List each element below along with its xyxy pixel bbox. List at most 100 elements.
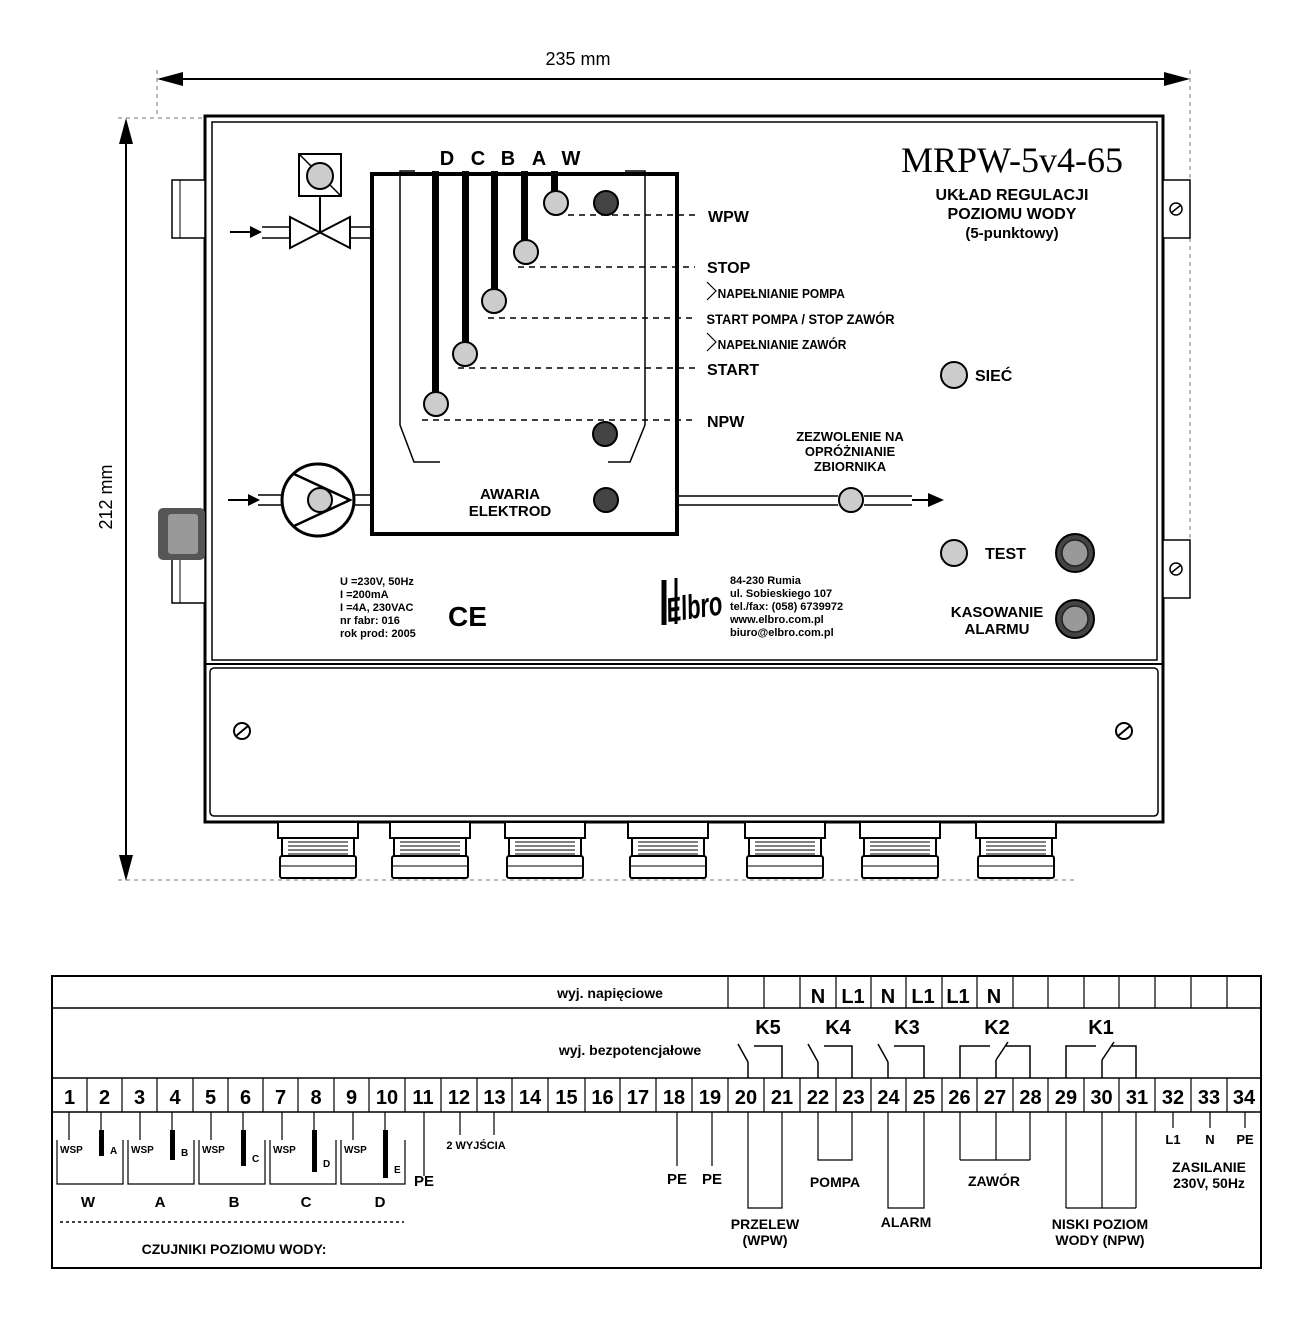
test-label: TEST xyxy=(985,546,1026,563)
npw-led xyxy=(592,421,618,447)
alarm-label: ALARM xyxy=(881,1214,932,1230)
sensor-group-label: C xyxy=(301,1194,312,1211)
relay-label-k2: K2 xyxy=(984,1017,1010,1039)
sensor-group-label: B xyxy=(229,1194,240,1211)
spec-line: I =200mA xyxy=(340,589,389,601)
wsp-label: WSP xyxy=(344,1145,367,1156)
electrode-label-b: B xyxy=(501,148,515,170)
terminal-number: 31 xyxy=(1126,1087,1148,1109)
terminal-number: 20 xyxy=(735,1087,757,1109)
terminal-number: 32 xyxy=(1162,1087,1184,1109)
przelew-label: (WPW) xyxy=(742,1232,787,1248)
pe-label: PE xyxy=(702,1171,722,1188)
sensor-bracket xyxy=(269,1112,337,1185)
spec-line: nr fabr: 016 xyxy=(340,615,400,627)
terminal-number: 13 xyxy=(483,1087,505,1109)
sensor-group-label: A xyxy=(155,1194,166,1211)
terminal-number: 1 xyxy=(64,1087,75,1109)
valve-icon xyxy=(262,153,372,250)
sensor-bracket xyxy=(198,1112,266,1185)
terminal-number: 6 xyxy=(240,1087,251,1109)
terminal-number: 33 xyxy=(1198,1087,1220,1109)
screw-icon xyxy=(1169,562,1183,576)
address-line: 84-230 Rumia xyxy=(730,575,802,587)
electrode-tag: C xyxy=(252,1154,259,1165)
reset-alarm-button[interactable] xyxy=(1055,599,1095,639)
kasowanie-label: ALARMU xyxy=(965,621,1030,638)
test-button[interactable] xyxy=(1055,533,1095,573)
cable-gland xyxy=(975,821,1057,879)
terminal-number: 15 xyxy=(555,1087,577,1109)
electrode-tag: D xyxy=(323,1159,330,1170)
terminal-number: 2 xyxy=(99,1087,110,1109)
terminal-number: 5 xyxy=(205,1087,216,1109)
terminal-number: 4 xyxy=(169,1087,181,1109)
terminal-number: 16 xyxy=(591,1087,613,1109)
level-label-start: START xyxy=(707,362,759,379)
sensor-bracket xyxy=(56,1112,124,1185)
kasowanie-label: KASOWANIE xyxy=(951,604,1044,621)
voltage-row xyxy=(727,976,1228,1008)
awaria-label: AWARIA xyxy=(480,486,540,503)
voltage-label: L1 xyxy=(946,986,969,1008)
electrode-c xyxy=(452,171,478,367)
wsp-label: WSP xyxy=(202,1145,225,1156)
terminal-number: 25 xyxy=(913,1087,935,1109)
electrode-a xyxy=(513,171,539,265)
relay-contacts xyxy=(737,1041,1137,1078)
sensor-brackets xyxy=(56,1112,406,1185)
terminal-leaders xyxy=(423,1112,1246,1209)
przelew-label: PRZELEW xyxy=(731,1216,800,1232)
pe-label: PE xyxy=(667,1171,687,1188)
screw-icon xyxy=(1169,202,1183,216)
address-line: ul. Sobieskiego 107 xyxy=(730,588,832,600)
cable-gland xyxy=(859,821,941,879)
zezwolenie-label: OPRÓŻNIANIE xyxy=(805,444,896,459)
terminal-number: 19 xyxy=(699,1087,721,1109)
inlet-arrow-icon xyxy=(228,494,260,506)
terminal-number: 9 xyxy=(346,1087,357,1109)
voltage-label: N xyxy=(811,986,825,1008)
pump-icon xyxy=(258,462,372,538)
siec-label: SIEĆ xyxy=(975,366,1013,385)
terminal-number: 26 xyxy=(948,1087,970,1109)
electrode-w xyxy=(543,171,569,216)
sensor-group-label: W xyxy=(81,1194,96,1211)
spec-line: rok prod: 2005 xyxy=(340,628,416,640)
electrode-label-d: D xyxy=(440,148,454,170)
awaria-label: ELEKTROD xyxy=(469,503,552,520)
zawor-label: ZAWÓR xyxy=(968,1172,1020,1189)
zasilanie-label: 230V, 50Hz xyxy=(1173,1175,1245,1191)
supply-term-label: PE xyxy=(1236,1132,1254,1147)
test-led xyxy=(940,539,968,567)
sensor-bracket xyxy=(340,1112,406,1185)
screw-icon xyxy=(1115,722,1133,740)
cable-gland xyxy=(744,821,826,879)
cable-gland xyxy=(389,821,471,879)
two-outputs-label: 2 WYJŚCIA xyxy=(446,1139,505,1152)
supply-term-label: L1 xyxy=(1165,1132,1180,1147)
pe-label: PE xyxy=(414,1173,434,1190)
terminal-number: 12 xyxy=(448,1087,470,1109)
terminal-number: 11 xyxy=(412,1087,433,1109)
relay-label-k5: K5 xyxy=(755,1017,781,1039)
relay-label-k1: K1 xyxy=(1088,1017,1114,1039)
zezwolenie-led xyxy=(838,487,864,513)
level-label-fill-valve: NAPEŁNIANIE ZAWÓR xyxy=(718,337,847,353)
sensor-bracket xyxy=(127,1112,195,1185)
voltage-label: N xyxy=(987,986,1001,1008)
wsp-label: WSP xyxy=(60,1145,83,1156)
wpw-led xyxy=(593,190,619,216)
subtitle-line: UKŁAD REGULACJI xyxy=(936,187,1089,204)
subtitle-line: POZIOMU WODY xyxy=(948,206,1077,223)
electrode-label-a: A xyxy=(532,148,546,170)
terminal-number: 8 xyxy=(310,1087,321,1109)
address-line: tel./fax: (058) 6739972 xyxy=(730,601,843,613)
ce-mark: CE xyxy=(448,601,487,632)
level-label-fill-pump: NAPEŁNIANIE POMPA xyxy=(718,287,845,302)
electrode-tag: A xyxy=(110,1146,117,1157)
relay-label-k3: K3 xyxy=(894,1017,920,1039)
address-line: www.elbro.com.pl xyxy=(729,614,824,626)
